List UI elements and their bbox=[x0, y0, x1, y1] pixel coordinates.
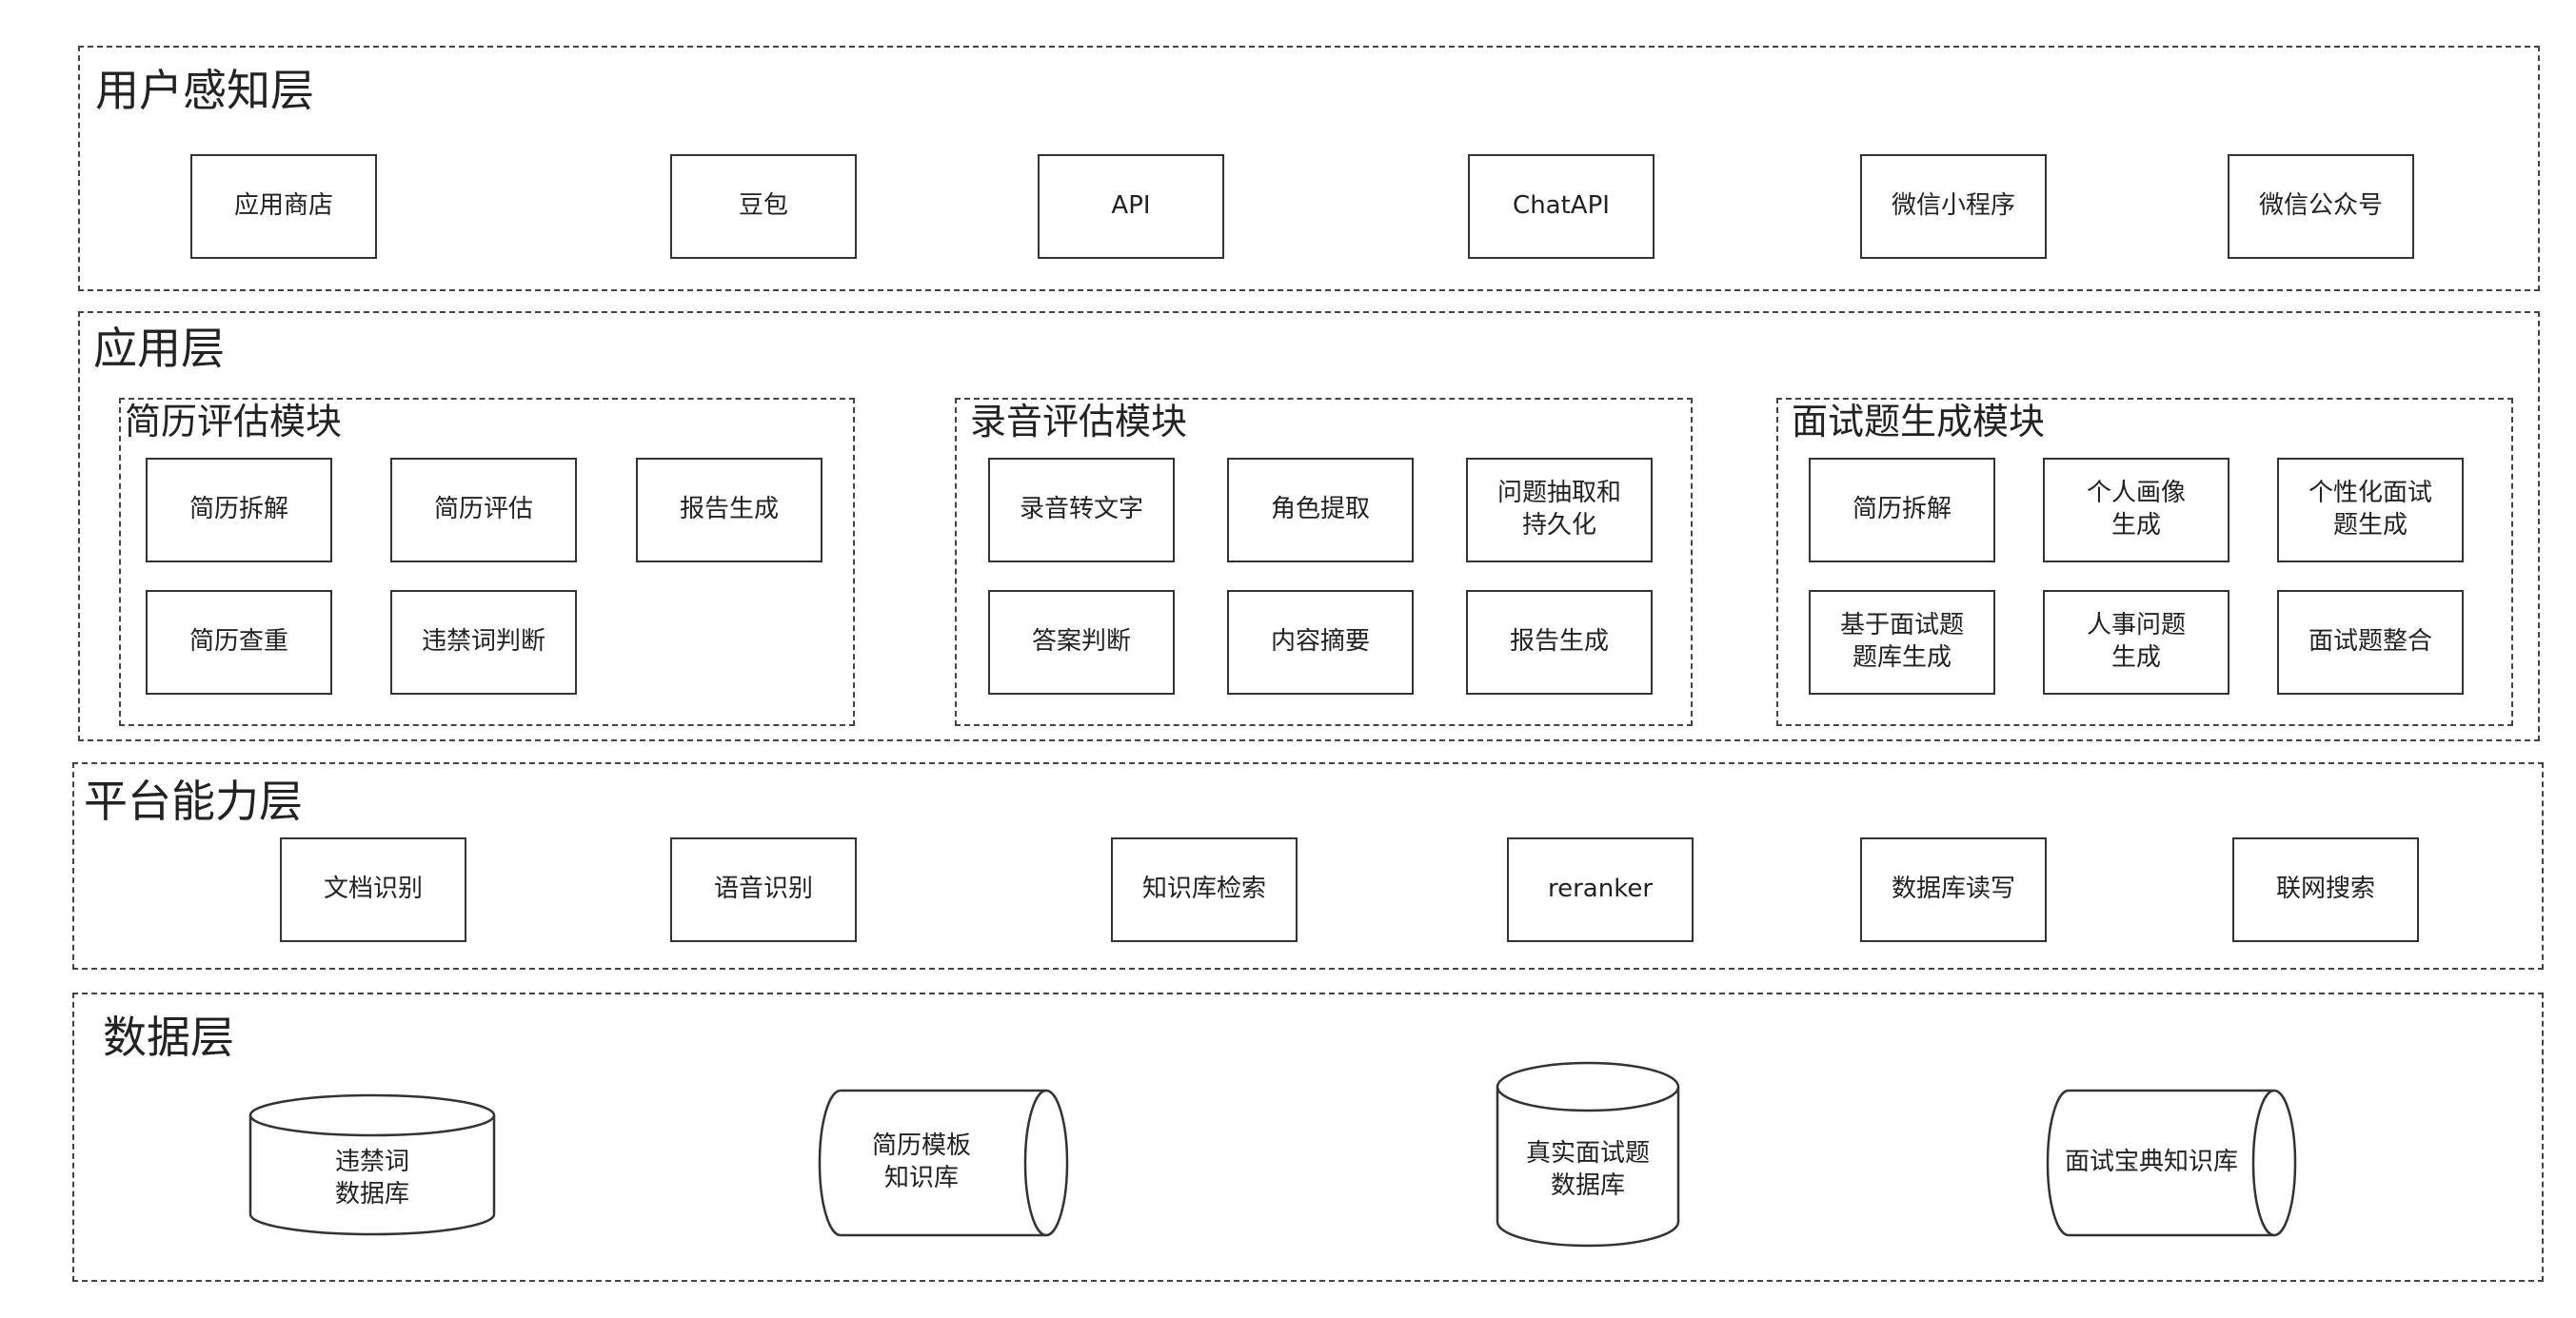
platform-item: 联网搜索 bbox=[2232, 837, 2419, 942]
layer-title: 应用层 bbox=[93, 323, 225, 374]
layer-title: 用户感知层 bbox=[95, 65, 314, 116]
resume-evaluation-module: 简历评估模块 bbox=[119, 398, 855, 726]
module-item: 简历拆解 bbox=[1809, 458, 1995, 562]
database-label: 真实面试题 数据库 bbox=[1525, 1139, 1650, 1200]
cylinder-shape bbox=[1496, 1061, 1680, 1248]
database-label: 面试宝典知识库 bbox=[2064, 1148, 2238, 1177]
module-item: 报告生成 bbox=[636, 458, 822, 562]
cylinder-shape bbox=[818, 1089, 1069, 1237]
perception-item-doubao: 豆包 bbox=[670, 154, 857, 259]
recording-evaluation-module: 录音评估模块 bbox=[955, 398, 1693, 726]
cylinder-shape bbox=[2046, 1089, 2297, 1237]
database-label: 违禁词 数据库 bbox=[334, 1148, 409, 1209]
module-item: 报告生成 bbox=[1466, 590, 1653, 695]
module-item: 问题抽取和 持久化 bbox=[1466, 458, 1653, 562]
module-item: 面试题整合 bbox=[2277, 590, 2464, 695]
platform-capability-layer: 平台能力层 bbox=[72, 762, 2544, 970]
perception-item-chatapi: ChatAPI bbox=[1468, 154, 1655, 259]
perception-item-wechat-official-account: 微信公众号 bbox=[2228, 154, 2414, 259]
database-label: 简历模板 知识库 bbox=[871, 1131, 971, 1192]
perception-item-api: API bbox=[1038, 154, 1224, 259]
database-cylinder-real-interview-questions: 真实面试题 数据库 bbox=[1496, 1061, 1680, 1248]
database-cylinder-prohibited-words: 违禁词 数据库 bbox=[248, 1093, 496, 1236]
platform-item: 数据库读写 bbox=[1860, 837, 2047, 942]
data-layer: 数据层 bbox=[72, 993, 2544, 1282]
database-cylinder-interview-handbook: 面试宝典知识库 bbox=[2046, 1089, 2297, 1237]
module-item: 答案判断 bbox=[988, 590, 1175, 695]
module-item: 基于面试题 题库生成 bbox=[1809, 590, 1995, 695]
module-item: 违禁词判断 bbox=[390, 590, 577, 695]
module-title: 录音评估模块 bbox=[970, 401, 1188, 443]
platform-item: reranker bbox=[1507, 837, 1694, 942]
perception-item-app-store: 应用商店 bbox=[190, 154, 377, 259]
module-item: 人事问题 生成 bbox=[2043, 590, 2229, 695]
module-item: 角色提取 bbox=[1227, 458, 1414, 562]
module-item: 简历拆解 bbox=[146, 458, 332, 562]
module-item: 简历查重 bbox=[146, 590, 332, 695]
platform-item: 知识库检索 bbox=[1111, 837, 1298, 942]
application-layer: 应用层 bbox=[78, 311, 2540, 741]
module-item: 个性化面试 题生成 bbox=[2277, 458, 2464, 562]
user-perception-layer: 用户感知层 bbox=[78, 46, 2540, 291]
module-item: 个人画像 生成 bbox=[2043, 458, 2229, 562]
module-item: 简历评估 bbox=[390, 458, 577, 562]
module-item: 内容摘要 bbox=[1227, 590, 1414, 695]
layer-title: 数据层 bbox=[103, 1012, 234, 1063]
platform-item: 文档识别 bbox=[280, 837, 466, 942]
module-title: 面试题生成模块 bbox=[1792, 401, 2046, 443]
perception-item-wechat-miniprogram: 微信小程序 bbox=[1860, 154, 2047, 259]
platform-item: 语音识别 bbox=[670, 837, 857, 942]
layer-title: 平台能力层 bbox=[84, 776, 303, 827]
interview-question-generation-module: 面试题生成模块 bbox=[1776, 398, 2513, 726]
module-item: 录音转文字 bbox=[988, 458, 1175, 562]
module-title: 简历评估模块 bbox=[125, 401, 343, 443]
cylinder-shape bbox=[248, 1093, 496, 1236]
database-cylinder-resume-templates: 简历模板 知识库 bbox=[818, 1089, 1069, 1237]
